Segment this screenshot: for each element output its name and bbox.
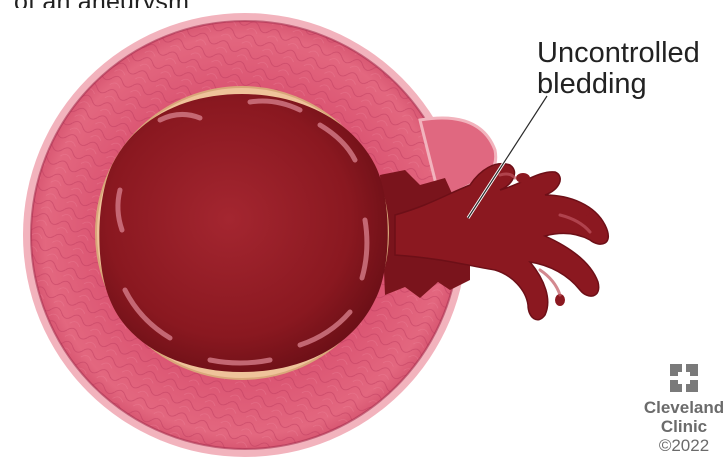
callout-line-1: Uncontrolled (537, 38, 727, 69)
callout-label: Uncontrolled bledding (537, 38, 727, 100)
blood-lumen (99, 94, 387, 372)
copyright-year: ©2022 (640, 436, 728, 455)
callout-line-2: bledding (537, 69, 727, 100)
brand-name-line-1: Cleveland (640, 398, 728, 417)
cleveland-clinic-logo: Cleveland Clinic ©2022 (640, 362, 728, 455)
brand-name-line-2: Clinic (640, 417, 728, 436)
cleveland-clinic-cross-icon (668, 362, 700, 394)
